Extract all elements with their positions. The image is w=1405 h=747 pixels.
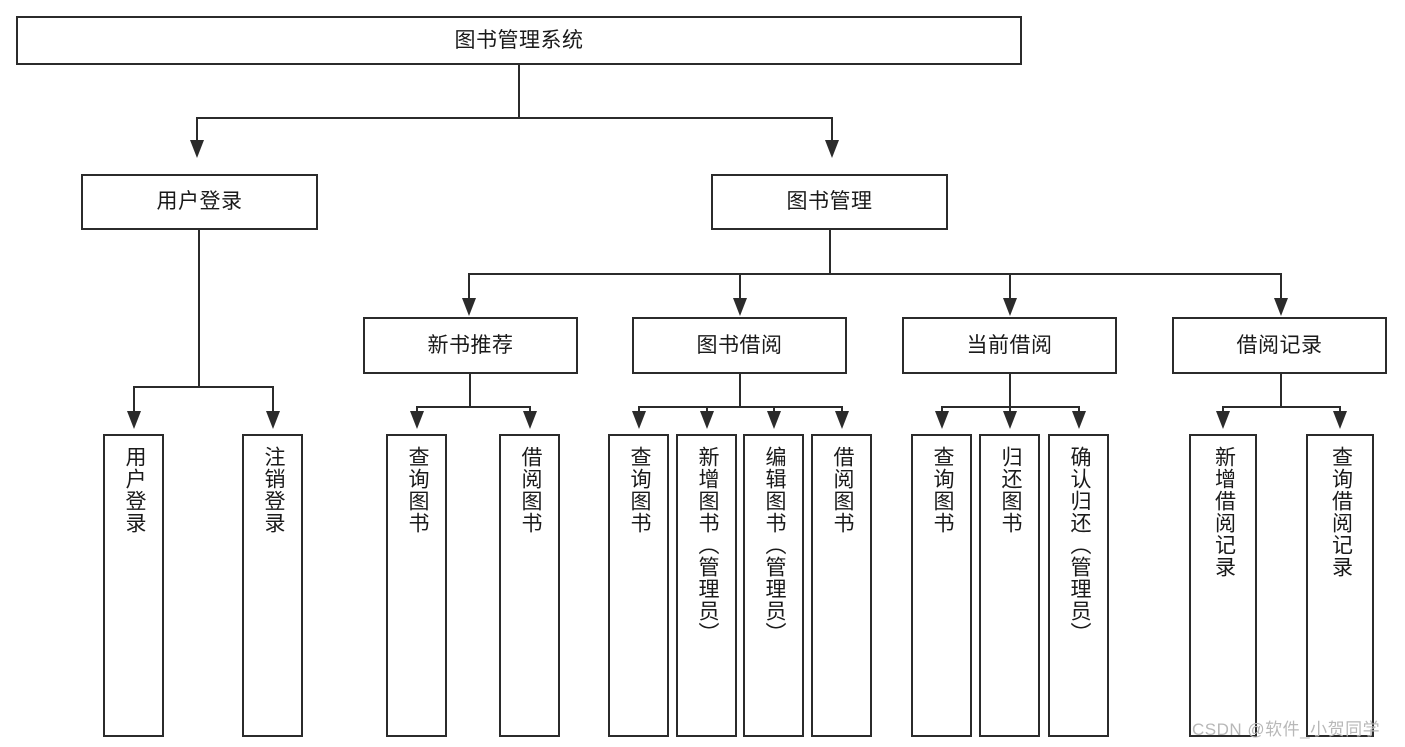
leaf-query-book-2[interactable]: 查询图书 [608,434,669,737]
leaf-confirm-return-label: 确认归还（管理员） [1067,446,1091,644]
connector-book-manage-bus [468,273,1282,275]
leaf-borrow-book-1[interactable]: 借阅图书 [499,434,560,737]
connector-book-manage-to-borrow-record [1280,273,1282,300]
leaf-borrow-book-2[interactable]: 借阅图书 [811,434,872,737]
node-book-manage[interactable]: 图书管理 [711,174,948,230]
arrowhead-user-login-to-leaf-1 [127,411,141,429]
leaf-query-book-1[interactable]: 查询图书 [386,434,447,737]
leaf-borrow-book-2-label: 借阅图书 [830,446,854,534]
arrowhead-book-borrow-to-leaf-2 [700,411,714,429]
connector-user-login-trunk [198,230,200,387]
leaf-return-book-label: 归还图书 [998,446,1022,534]
arrowhead-book-manage-to-current-borrow [1003,298,1017,316]
connector-root-to-user-login [196,117,198,143]
leaf-query-record[interactable]: 查询借阅记录 [1306,434,1374,737]
node-new-book-recommend[interactable]: 新书推荐 [363,317,578,374]
connector-current-borrow-trunk [1009,374,1011,407]
leaf-logout-label: 注销登录 [261,446,285,534]
arrowhead-root-to-user-login [190,140,204,158]
arrowhead-user-login-to-leaf-2 [266,411,280,429]
connector-root-trunk [518,65,520,118]
arrowhead-new-book-to-leaf-2 [523,411,537,429]
arrowhead-book-borrow-to-leaf-3 [767,411,781,429]
leaf-return-book[interactable]: 归还图书 [979,434,1040,737]
arrowhead-book-manage-to-borrow-record [1274,298,1288,316]
connector-book-manage-to-current-borrow [1009,273,1011,300]
connector-book-borrow-bus [638,406,843,408]
node-book-borrow[interactable]: 图书借阅 [632,317,847,374]
arrowhead-current-borrow-to-leaf-2 [1003,411,1017,429]
connector-new-book-to-leaf-2 [529,406,531,414]
leaf-confirm-return[interactable]: 确认归还（管理员） [1048,434,1109,737]
leaf-user-login-label: 用户登录 [122,446,146,534]
node-borrow-record-label: 借阅记录 [1236,333,1323,357]
arrowhead-borrow-record-to-leaf-2 [1333,411,1347,429]
leaf-borrow-book-1-label: 借阅图书 [518,446,542,534]
leaf-add-record[interactable]: 新增借阅记录 [1189,434,1257,737]
leaf-logout[interactable]: 注销登录 [242,434,303,737]
connector-book-manage-trunk [829,230,831,274]
arrowhead-current-borrow-to-leaf-1 [935,411,949,429]
connector-user-login-to-leaf-1 [133,386,135,413]
leaf-query-record-label: 查询借阅记录 [1329,446,1353,578]
leaf-query-book-3[interactable]: 查询图书 [911,434,972,737]
node-root-label: 图书管理系统 [454,28,584,52]
connector-borrow-record-to-leaf-1 [1222,406,1224,414]
connector-book-manage-to-book-borrow [739,273,741,300]
connector-book-borrow-to-leaf-3 [773,406,775,414]
leaf-add-book[interactable]: 新增图书（管理员） [676,434,737,737]
node-book-borrow-label: 图书借阅 [696,333,783,357]
leaf-query-book-2-label: 查询图书 [627,446,651,534]
connector-user-login-bus [133,386,274,388]
leaf-add-record-label: 新增借阅记录 [1212,446,1236,578]
connector-borrow-record-trunk [1280,374,1282,407]
leaf-query-book-3-label: 查询图书 [930,446,954,534]
connector-new-book-bus [416,406,531,408]
connector-book-borrow-trunk [739,374,741,407]
arrowhead-current-borrow-to-leaf-3 [1072,411,1086,429]
arrowhead-borrow-record-to-leaf-1 [1216,411,1230,429]
node-borrow-record[interactable]: 借阅记录 [1172,317,1387,374]
arrowhead-book-manage-to-book-borrow [733,298,747,316]
arrowhead-new-book-to-leaf-1 [410,411,424,429]
connector-current-borrow-to-leaf-3 [1078,406,1080,414]
node-current-borrow-label: 当前借阅 [966,333,1053,357]
node-user-login[interactable]: 用户登录 [81,174,318,230]
connector-root-bus [196,117,833,119]
connector-book-manage-to-new-book [468,273,470,300]
node-new-book-recommend-label: 新书推荐 [427,333,514,357]
leaf-add-book-label: 新增图书（管理员） [695,446,719,644]
connector-current-borrow-to-leaf-2 [1009,406,1011,414]
leaf-query-book-1-label: 查询图书 [405,446,429,534]
connector-root-to-book-manage [831,117,833,143]
connector-user-login-to-leaf-2 [272,386,274,413]
arrowhead-book-manage-to-new-book [462,298,476,316]
leaf-edit-book-label: 编辑图书（管理员） [762,446,786,644]
node-book-manage-label: 图书管理 [786,190,873,214]
connector-borrow-record-to-leaf-2 [1339,406,1341,414]
connector-book-borrow-to-leaf-4 [841,406,843,414]
leaf-user-login[interactable]: 用户登录 [103,434,164,737]
connector-new-book-to-leaf-1 [416,406,418,414]
arrowhead-book-borrow-to-leaf-1 [632,411,646,429]
arrowhead-root-to-book-manage [825,140,839,158]
node-current-borrow[interactable]: 当前借阅 [902,317,1117,374]
connector-book-borrow-to-leaf-1 [638,406,640,414]
arrowhead-book-borrow-to-leaf-4 [835,411,849,429]
connector-new-book-trunk [469,374,471,407]
connector-book-borrow-to-leaf-2 [706,406,708,414]
connector-borrow-record-bus [1222,406,1341,408]
node-user-login-label: 用户登录 [156,190,243,214]
node-root[interactable]: 图书管理系统 [16,16,1022,65]
connector-current-borrow-to-leaf-1 [941,406,943,414]
leaf-edit-book[interactable]: 编辑图书（管理员） [743,434,804,737]
